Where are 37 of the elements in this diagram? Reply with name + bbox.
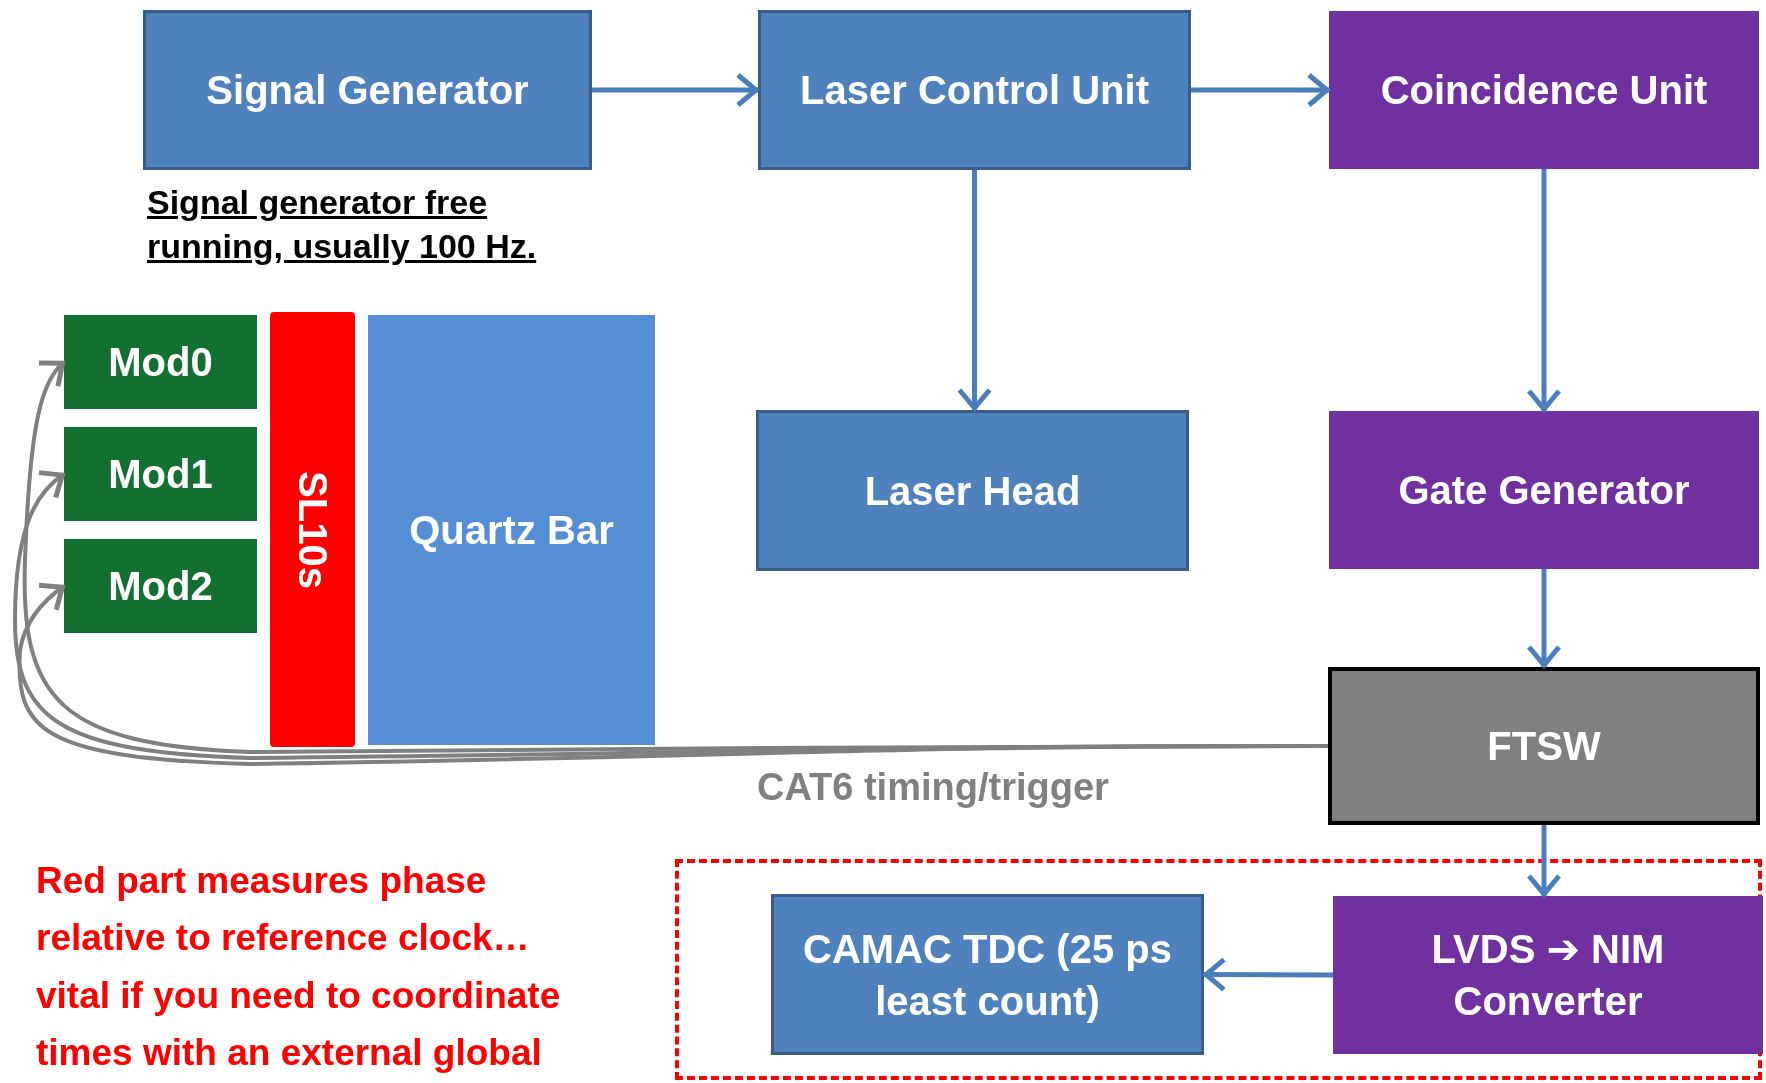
process-box xyxy=(1328,667,1760,825)
box-label: LVDS ➔ NIM Converter xyxy=(1430,926,1666,1025)
arrow xyxy=(1526,169,1562,412)
process-box xyxy=(758,10,1191,170)
sensor-bar xyxy=(270,312,355,747)
arrow xyxy=(1203,957,1333,993)
box-label: Signal Generator xyxy=(206,67,529,114)
box-label: Mod1 xyxy=(108,451,213,498)
dashed-region xyxy=(675,859,1762,1080)
arrow xyxy=(1526,825,1562,897)
module-box xyxy=(64,315,257,409)
note-text: Signal generator free running, usually 100 Hz. xyxy=(147,182,538,268)
box-label: Laser Head xyxy=(864,467,1081,515)
box-label: FTSW xyxy=(1487,723,1601,770)
arrow xyxy=(592,72,759,108)
arrow xyxy=(1191,72,1330,108)
process-box xyxy=(771,894,1204,1055)
process-box xyxy=(1329,411,1759,569)
arrow xyxy=(957,170,992,411)
process-box xyxy=(143,10,592,170)
box-label: Laser Control Unit xyxy=(800,67,1149,114)
box-label: Coincidence Unit xyxy=(1380,67,1708,114)
module-box xyxy=(64,539,257,633)
cable-caption: CAT6 timing/trigger xyxy=(757,765,1110,810)
box-label: Quartz Bar xyxy=(409,507,614,554)
box-label: SL10s xyxy=(289,470,336,589)
box-label: Mod2 xyxy=(108,563,213,610)
quartz-bar xyxy=(368,315,655,745)
box-label: Gate Generator xyxy=(1398,467,1690,514)
process-box xyxy=(1333,896,1763,1054)
arrow xyxy=(1526,569,1562,668)
box-label: Mod0 xyxy=(108,339,213,386)
process-box xyxy=(756,410,1189,571)
box-label: CAMAC TDC (25 ps least count) xyxy=(802,925,1173,1025)
process-box xyxy=(1329,11,1759,169)
module-box xyxy=(64,427,257,521)
note-text: Red part measures phase relative to reference clock… vital if you need to coordinate times with an external global xyxy=(36,859,562,1076)
